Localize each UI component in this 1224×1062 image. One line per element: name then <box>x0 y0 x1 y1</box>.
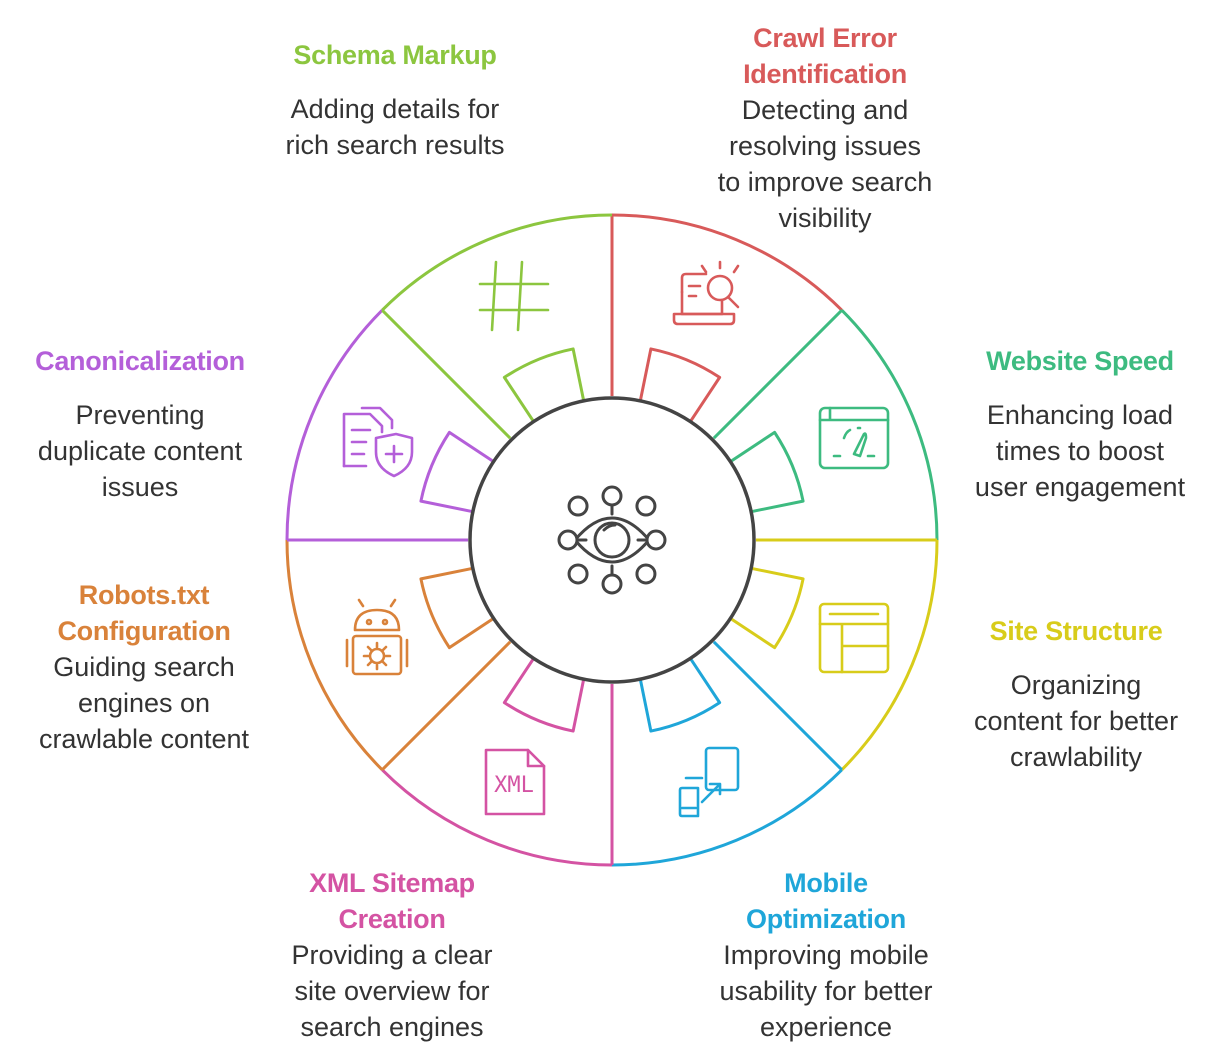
segment-outer-arc <box>611 768 843 867</box>
label-site-structure: Site Structure Organizing content for be… <box>945 613 1207 775</box>
label-title: Robots.txt Configuration <box>57 580 231 646</box>
segment-tab <box>419 430 495 514</box>
label-crawl-error: Crawl Error Identification Detecting and… <box>690 20 960 236</box>
segment-divider <box>381 640 512 771</box>
hashtag-icon <box>478 260 550 332</box>
label-title: Website Speed <box>986 346 1174 376</box>
label-mobile-optimization: Mobile Optimization Improving mobile usa… <box>690 865 962 1045</box>
resize-icon <box>678 746 740 818</box>
segment-outer-arc <box>285 309 384 541</box>
label-xml-sitemap: XML Sitemap Creation Providing a clear s… <box>262 865 522 1045</box>
segment-site-structure <box>729 538 939 771</box>
label-schema-markup: Schema Markup Adding details for rich se… <box>262 37 528 163</box>
segment-schema-markup <box>381 213 613 440</box>
xml-file-icon: XML <box>484 748 546 816</box>
label-title: Canonicalization <box>35 346 245 376</box>
laptop-search-icon <box>672 260 740 326</box>
svg-text:XML: XML <box>494 773 534 798</box>
robot-icon <box>345 598 409 676</box>
label-robots-txt: Robots.txt Configuration Guiding search … <box>14 577 274 757</box>
label-description: Detecting and resolving issues to improv… <box>717 95 933 233</box>
segment-outer-arc <box>285 539 384 771</box>
segment-tab <box>502 347 586 423</box>
label-description: Organizing content for better crawlabili… <box>973 670 1179 772</box>
segment-crawl-error <box>610 213 843 423</box>
layout-icon <box>818 602 890 674</box>
segment-outer-arc <box>840 539 939 771</box>
speed-gauge-icon <box>818 406 890 470</box>
segment-canonicalization <box>285 309 495 542</box>
label-title: XML Sitemap Creation <box>309 868 475 934</box>
label-title: Schema Markup <box>293 40 497 70</box>
segment-divider <box>381 309 512 440</box>
segment-robots-txt <box>285 539 512 771</box>
label-title: Crawl Error Identification <box>743 23 907 89</box>
label-description: Improving mobile usability for better ex… <box>719 940 933 1042</box>
center-circle <box>468 396 756 684</box>
eye-network-icon <box>557 485 667 595</box>
segment-outer-arc <box>840 309 939 541</box>
segment-divider <box>712 640 843 771</box>
label-title: Site Structure <box>989 616 1163 646</box>
segment-outer-arc <box>381 213 613 312</box>
label-description: Providing a clear site overview for sear… <box>291 940 493 1042</box>
label-description: Enhancing load times to boost user engag… <box>974 400 1186 502</box>
segment-tab <box>419 566 495 650</box>
document-shield-icon <box>342 406 414 478</box>
segment-tab <box>729 430 805 514</box>
segment-divider <box>712 309 843 440</box>
label-description: Adding details for rich search results <box>285 94 505 160</box>
label-description: Preventing duplicate content issues <box>37 400 243 502</box>
segment-mobile-optimization <box>611 640 843 867</box>
segment-xml-sitemap <box>381 657 614 867</box>
segment-website-speed <box>712 309 939 541</box>
label-title: Mobile Optimization <box>746 868 906 934</box>
label-description: Guiding search engines on crawlable cont… <box>38 652 250 754</box>
segment-tab <box>638 657 722 733</box>
segment-outer-arc <box>381 768 613 867</box>
label-website-speed: Website Speed Enhancing load times to bo… <box>950 343 1210 505</box>
segment-tab <box>729 566 805 650</box>
segment-outer-arc <box>611 213 843 312</box>
segment-tab <box>502 657 586 733</box>
segment-tab <box>638 347 722 423</box>
label-canonicalization: Canonicalization Preventing duplicate co… <box>10 343 270 505</box>
